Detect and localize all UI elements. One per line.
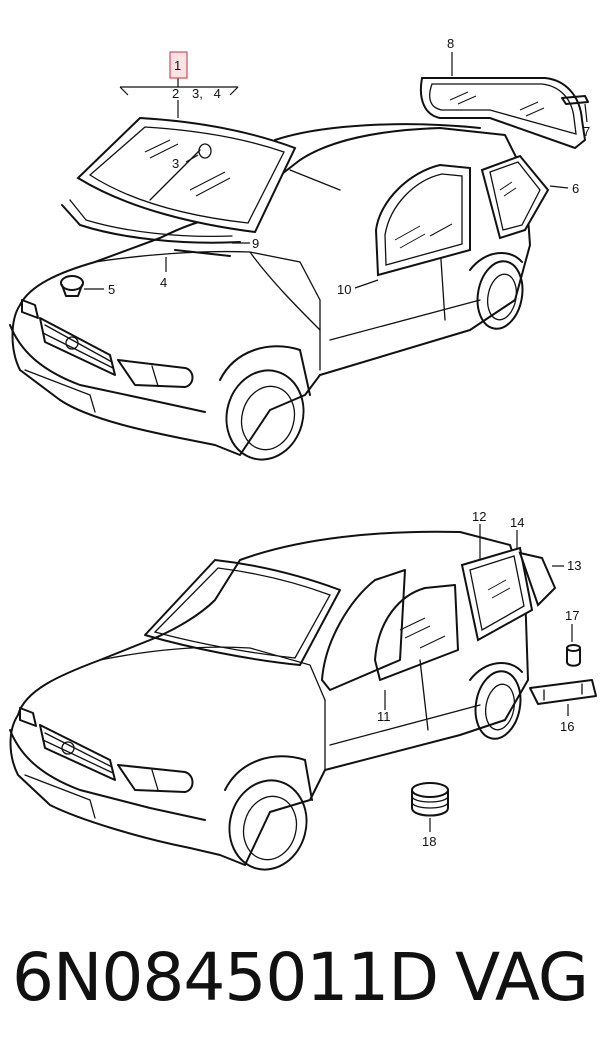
callout-6: 6 [572, 181, 579, 196]
rear-window-part-13 [518, 551, 557, 607]
rear-window-glass [420, 77, 587, 150]
brand-name: VAG [454, 939, 589, 1016]
rear-quarter-window-bottom [460, 546, 534, 642]
callout-12: 12 [472, 509, 486, 524]
rear-quarter-window [480, 154, 550, 240]
part-number: 6N0845011D [12, 939, 439, 1016]
clip-part-5 [60, 275, 84, 297]
callout-highlight-box [169, 51, 188, 79]
top-car-illustration [9, 123, 531, 461]
caption-bar: 6N0845011D VAG [0, 935, 600, 1057]
windscreen-glass [76, 116, 297, 234]
callout-16: 16 [560, 719, 574, 734]
lower-molding-strip-9 [174, 249, 231, 257]
callout-9: 9 [252, 236, 259, 251]
tape-roll-part-18 [411, 782, 449, 817]
callout-10: 10 [337, 282, 351, 297]
callout-2: 2 [172, 86, 179, 101]
bottom-car-illustration [9, 530, 529, 871]
lower-molding-strip [61, 204, 241, 244]
callout-5: 5 [108, 282, 115, 297]
clip-part-17 [566, 644, 581, 667]
callout-4: 4 [160, 275, 167, 290]
callout-3: 3 [172, 156, 179, 171]
callout-13: 13 [567, 558, 581, 573]
bracket-part-7 [561, 95, 589, 105]
callout-1: 1 [174, 58, 181, 73]
callout-17: 17 [565, 608, 579, 623]
door-window-glass [374, 163, 471, 277]
callout-7: 7 [583, 124, 590, 139]
callout-14: 14 [510, 515, 524, 530]
molding-part-16 [529, 679, 597, 705]
callout-18: 18 [422, 834, 436, 849]
callout-11: 11 [377, 709, 391, 724]
callout-3-4: 3, 4 [192, 86, 221, 101]
parts-diagram: 1 2 3, 4 3 4 5 9 8 7 6 10 [9, 36, 597, 871]
callout-8: 8 [447, 36, 454, 51]
